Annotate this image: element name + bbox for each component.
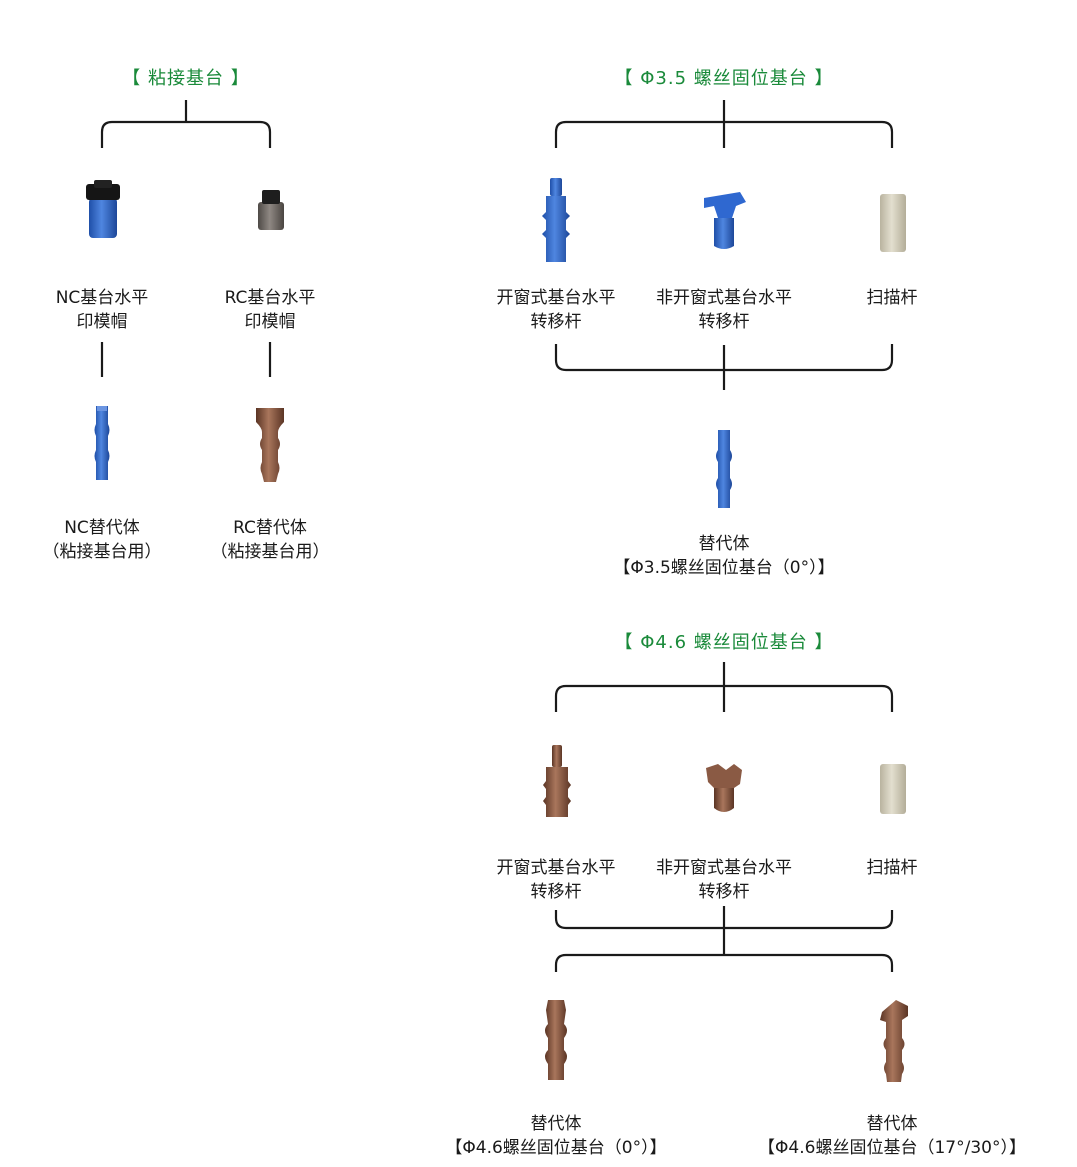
label-rc-cap-line2: 印模帽 xyxy=(244,312,296,332)
label-46-analog-angled-line2: 【Φ4.6螺丝固位基台（17°/30°）】 xyxy=(758,1138,1026,1158)
label-rc-analog: RC替代体 （粘接基台用） xyxy=(211,516,330,564)
rc-analog-image xyxy=(256,408,284,482)
label-35-scan: 扫描杆 xyxy=(867,286,918,310)
label-46-scan-line1: 扫描杆 xyxy=(866,858,918,878)
closed-tray-transfer-35-image xyxy=(704,192,746,249)
bracket-cement xyxy=(100,120,272,148)
heading-screw35: 【 Φ3.5 螺丝固位基台 】 xyxy=(614,68,834,89)
label-35-analog: 替代体 【Φ3.5螺丝固位基台（0°）】 xyxy=(613,532,834,580)
label-nc-cap: NC基台水平 印模帽 xyxy=(56,286,149,334)
label-nc-analog-line2: （粘接基台用） xyxy=(42,542,162,562)
label-rc-analog-line2: （粘接基台用） xyxy=(210,542,330,562)
label-rc-analog-line1: RC替代体 xyxy=(233,518,307,538)
heading-cement: 【 粘接基台 】 xyxy=(122,68,250,89)
label-35-analog-line2: 【Φ3.5螺丝固位基台（0°）】 xyxy=(613,558,835,578)
open-tray-transfer-46-image xyxy=(543,745,571,817)
label-46-closed-line1: 非开窗式基台水平 xyxy=(656,858,792,878)
label-nc-analog: NC替代体 （粘接基台用） xyxy=(43,516,162,564)
label-nc-cap-line1: NC基台水平 xyxy=(55,288,149,308)
label-35-scan-line1: 扫描杆 xyxy=(866,288,918,308)
nc-analog-image xyxy=(94,406,110,480)
nc-impression-cap-image xyxy=(86,180,120,238)
scan-body-35-image xyxy=(880,194,906,252)
label-46-open: 开窗式基台水平 转移杆 xyxy=(497,856,616,904)
closed-tray-transfer-46-image xyxy=(706,764,742,812)
label-46-analog-straight-line2: 【Φ4.6螺丝固位基台（0°）】 xyxy=(445,1138,667,1158)
label-46-open-line1: 开窗式基台水平 xyxy=(496,858,616,878)
label-35-closed-line1: 非开窗式基台水平 xyxy=(656,288,792,308)
analog-46-straight-image xyxy=(545,1000,567,1080)
label-35-open: 开窗式基台水平 转移杆 xyxy=(497,286,616,334)
analog-46-angled-image xyxy=(880,1000,908,1082)
label-46-scan: 扫描杆 xyxy=(867,856,918,880)
label-35-open-line1: 开窗式基台水平 xyxy=(496,288,616,308)
scan-body-46-image xyxy=(880,764,906,814)
label-rc-cap: RC基台水平 印模帽 xyxy=(225,286,316,334)
analog-35-image xyxy=(716,430,732,508)
label-46-closed-line2: 转移杆 xyxy=(698,882,750,902)
label-rc-cap-line1: RC基台水平 xyxy=(224,288,316,308)
rc-impression-cap-image xyxy=(258,190,284,230)
label-35-open-line2: 转移杆 xyxy=(530,312,582,332)
label-46-analog-straight: 替代体 【Φ4.6螺丝固位基台（0°）】 xyxy=(445,1112,666,1160)
heading-screw46: 【 Φ4.6 螺丝固位基台 】 xyxy=(614,632,834,653)
label-35-closed: 非开窗式基台水平 转移杆 xyxy=(656,286,792,334)
label-nc-cap-line2: 印模帽 xyxy=(76,312,128,332)
label-35-closed-line2: 转移杆 xyxy=(698,312,750,332)
open-tray-transfer-35-image xyxy=(542,178,570,262)
label-46-analog-straight-line1: 替代体 xyxy=(530,1114,582,1134)
bracket-46-analog xyxy=(554,953,894,972)
label-nc-analog-line1: NC替代体 xyxy=(64,518,140,538)
label-46-analog-angled: 替代体 【Φ4.6螺丝固位基台（17°/30°）】 xyxy=(758,1112,1026,1160)
label-46-open-line2: 转移杆 xyxy=(530,882,582,902)
label-46-closed: 非开窗式基台水平 转移杆 xyxy=(656,856,792,904)
label-35-analog-line1: 替代体 xyxy=(698,534,750,554)
label-46-analog-angled-line1: 替代体 xyxy=(866,1114,918,1134)
